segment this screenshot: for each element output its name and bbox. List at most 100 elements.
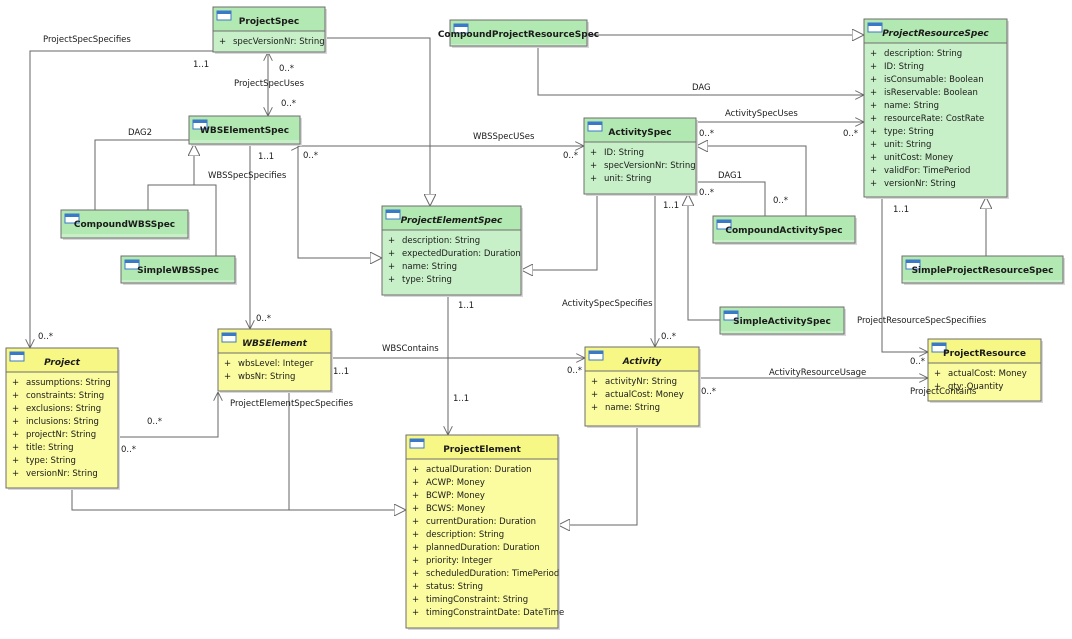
class-border xyxy=(217,328,332,392)
class-activity[interactable]: Activity+activityNr: String+actualCost: … xyxy=(584,346,701,428)
attribute: activityNr: String xyxy=(605,377,677,387)
edge-projectcontains xyxy=(118,392,218,437)
class-simplewbsspec[interactable]: SimpleWBSSpec xyxy=(120,255,237,285)
attribute: versionNr: String xyxy=(884,179,956,189)
attribute-visibility: + xyxy=(870,62,877,72)
edge-simplewbs-generalization xyxy=(194,184,217,256)
attribute: priority: Integer xyxy=(426,556,493,566)
class-name: ProjectResourceSpec xyxy=(882,29,989,39)
attribute: actualCost: Money xyxy=(948,369,1027,379)
edge-label-l4: ProjectSpecUses xyxy=(234,79,305,89)
attribute: title: String xyxy=(26,443,74,453)
class-header xyxy=(713,216,855,240)
class-wbselement[interactable]: WBSElement+wbsLevel: Integer+wbsNr: Stri… xyxy=(217,328,333,393)
edge-label-l12: 1..1 xyxy=(258,152,274,162)
class-border xyxy=(60,209,189,239)
attribute: plannedDuration: Duration xyxy=(426,543,540,553)
class-body xyxy=(405,434,559,629)
class-projectresource[interactable]: ProjectResource+actualCost: Money+qty: Q… xyxy=(927,338,1043,403)
attribute: type: String xyxy=(402,275,452,285)
class-name: SimpleActivitySpec xyxy=(733,317,831,327)
attribute: name: String xyxy=(402,262,457,272)
attribute: assumptions: String xyxy=(26,378,111,388)
class-name: CompoundWBSSpec xyxy=(74,220,175,230)
class-activityspec[interactable]: ActivitySpec+ID: String+specVersionNr: S… xyxy=(583,117,698,196)
edge-label-l7: ActivitySpecUses xyxy=(725,109,798,119)
attribute: specVersionNr: String xyxy=(233,37,325,47)
edge-label-l17: 0..* xyxy=(699,188,714,198)
class-border xyxy=(5,347,119,489)
attribute-visibility: + xyxy=(224,372,231,382)
edge-label-l11: WBSSpecUSes xyxy=(473,132,535,142)
class-projectelementspec[interactable]: ProjectElementSpec+description: String+e… xyxy=(381,205,523,297)
attribute-visibility: + xyxy=(412,595,419,605)
class-projectresourcespec[interactable]: ProjectResourceSpec+description: String+… xyxy=(863,18,1009,199)
attribute: resourceRate: CostRate xyxy=(884,114,984,124)
class-boxes: ProjectSpec+specVersionNr: StringCompoun… xyxy=(5,6,1065,630)
class-border xyxy=(901,255,1064,284)
edge-compoundwbs-generalization xyxy=(147,144,194,210)
class-border xyxy=(863,18,1008,198)
attribute-visibility: + xyxy=(412,517,419,527)
edge-label-l28: 1..1 xyxy=(333,367,349,377)
edge-label-l21: ActivitySpecSpecifies xyxy=(562,299,653,309)
class-header xyxy=(902,256,1063,280)
class-header xyxy=(382,206,521,230)
edge-label-l3: 0..* xyxy=(279,64,294,74)
class-icon xyxy=(385,209,401,220)
attribute: specVersionNr: String xyxy=(604,161,696,171)
edge-label-l31: 0..* xyxy=(910,357,925,367)
attribute-visibility: + xyxy=(870,88,877,98)
attribute-visibility: + xyxy=(388,249,395,259)
class-projectelement[interactable]: ProjectElement+actualDuration: Duration+… xyxy=(405,434,564,630)
attribute-visibility: + xyxy=(12,391,19,401)
class-icon xyxy=(588,350,604,361)
class-simpleactivityspec[interactable]: SimpleActivitySpec xyxy=(719,306,846,336)
class-compoundactivityspec[interactable]: CompoundActivitySpec xyxy=(712,215,857,245)
class-header xyxy=(928,339,1041,363)
attribute: timingConstraintDate: DateTime xyxy=(426,608,564,618)
attribute-visibility: + xyxy=(412,608,419,618)
attribute: actualCost: Money xyxy=(605,390,684,400)
class-compoundwbsspec[interactable]: CompoundWBSSpec xyxy=(60,209,190,240)
attribute: name: String xyxy=(884,101,939,111)
class-icon xyxy=(64,213,80,224)
attribute-visibility: + xyxy=(224,359,231,369)
edge-wbsspec-generalization xyxy=(297,144,382,258)
class-projectspec[interactable]: ProjectSpec+specVersionNr: String xyxy=(212,6,327,54)
edge-label-l10: DAG2 xyxy=(128,128,152,138)
attribute-visibility: + xyxy=(412,543,419,553)
class-icon xyxy=(931,342,947,353)
attribute-visibility: + xyxy=(870,153,877,163)
class-simpleprojectresourcespec[interactable]: SimpleProjectResourceSpec xyxy=(901,255,1065,285)
attribute: type: String xyxy=(26,456,76,466)
attribute: actualDuration: Duration xyxy=(426,465,532,475)
attribute: BCWS: Money xyxy=(426,504,485,514)
edge-label-l19: 1..1 xyxy=(663,201,679,211)
edge-label-l24: 0..* xyxy=(256,314,271,324)
attribute-visibility: + xyxy=(870,114,877,124)
attribute-visibility: + xyxy=(412,556,419,566)
attribute-visibility: + xyxy=(388,275,395,285)
attribute-visibility: + xyxy=(388,262,395,272)
edge-activity-generalization xyxy=(558,426,638,525)
attribute: unit: String xyxy=(884,140,931,150)
class-icon xyxy=(221,332,237,343)
attribute-visibility: + xyxy=(870,75,877,85)
attribute: type: String xyxy=(884,127,934,137)
edge-label-l26: 0..* xyxy=(38,332,53,342)
class-wbselementspec[interactable]: WBSElementSpec xyxy=(188,115,302,146)
class-name: SimpleWBSSpec xyxy=(137,266,219,276)
attribute: qty: Quantity xyxy=(948,382,1003,392)
class-compoundprojectresourcespec[interactable]: CompoundProjectResourceSpec xyxy=(438,19,599,48)
attribute-visibility: + xyxy=(412,465,419,475)
class-project[interactable]: Project+assumptions: String+constraints:… xyxy=(5,347,120,490)
attribute-visibility: + xyxy=(412,582,419,592)
edge-label-l9: 0..* xyxy=(843,129,858,139)
edge-label-l2: 1..1 xyxy=(193,60,209,70)
edge-projectresourcespecspecifies xyxy=(882,197,928,352)
attribute-visibility: + xyxy=(412,478,419,488)
edge-label-l37: 0..* xyxy=(121,445,136,455)
class-name: Project xyxy=(44,358,80,368)
